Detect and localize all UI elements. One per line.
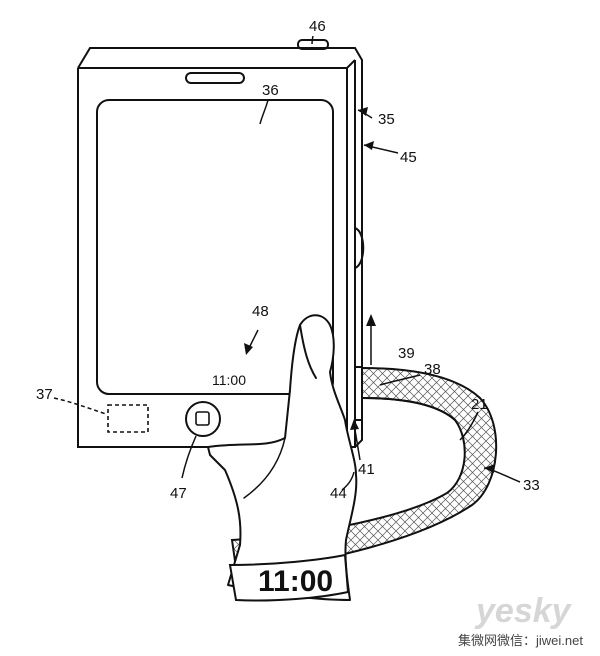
- screen-time: 11:00: [212, 372, 246, 388]
- arrowheads: [244, 107, 495, 473]
- label-39: 39: [398, 345, 415, 362]
- label-36: 36: [262, 82, 279, 99]
- label-21: 21: [471, 396, 488, 413]
- label-47: 47: [170, 485, 187, 502]
- band-display: 11:00: [228, 553, 350, 602]
- label-44: 44: [330, 485, 347, 502]
- side-tab: [355, 366, 363, 421]
- side-button: [354, 227, 365, 269]
- phone-device: [77, 39, 365, 448]
- label-35: 35: [378, 111, 395, 128]
- label-41: 41: [358, 461, 375, 478]
- label-33: 33: [523, 477, 540, 494]
- reference-labels: 46 36 35 45 48 39 38 37 21 33 41 44 47: [36, 18, 540, 502]
- label-46: 46: [309, 18, 326, 35]
- wristband: [230, 366, 498, 577]
- home-button: [185, 401, 221, 437]
- speaker-slot: [185, 72, 245, 84]
- label-48: 48: [252, 303, 269, 320]
- watermark-text: 集微网微信：jiwei.net: [458, 633, 583, 648]
- watermark-logo: yesky: [474, 592, 573, 630]
- label-38: 38: [424, 361, 441, 378]
- label-45: 45: [400, 149, 417, 166]
- dashed-region: [107, 404, 149, 433]
- label-37: 37: [36, 386, 53, 403]
- display-screen: [96, 99, 334, 395]
- watermark: yesky 集微网微信：jiwei.net: [458, 592, 583, 648]
- band-time: 11:00: [258, 565, 333, 598]
